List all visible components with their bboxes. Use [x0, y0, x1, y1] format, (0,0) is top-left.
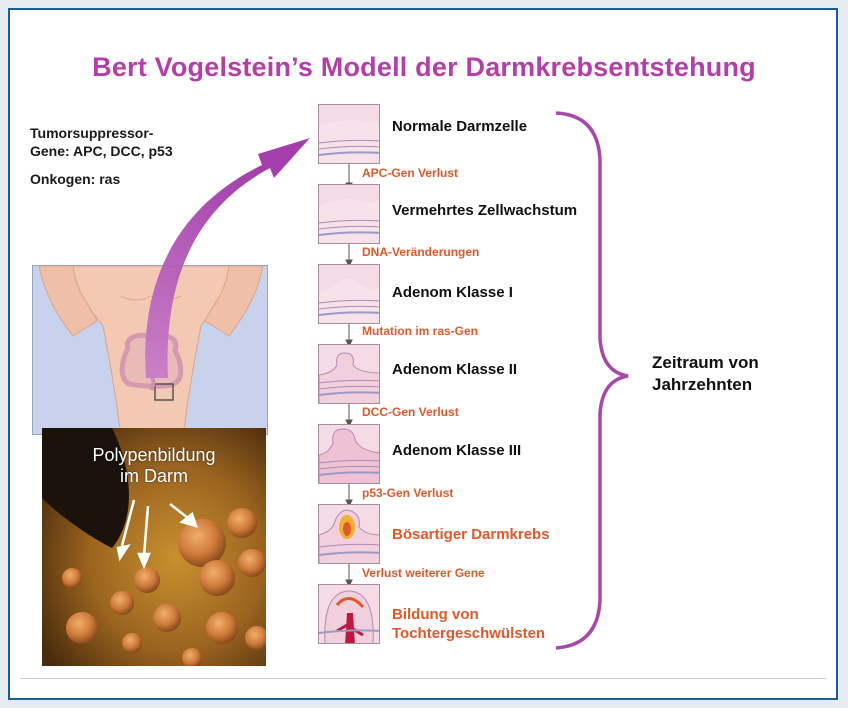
polyp-photo: Polypenbildung im Darm: [42, 428, 266, 666]
tumor-suppressor-line2: Gene: APC, DCC, p53: [30, 142, 230, 160]
timespan-label: Zeitraum von Jahrzehnten: [652, 352, 802, 396]
stage-thumbnail-growth: [318, 184, 380, 244]
stage-thumbnail-adenoma-3: [318, 424, 380, 484]
stage-thumbnail-cancer: [318, 504, 380, 564]
mutation-dcc: DCC-Gen Verlust: [362, 405, 459, 419]
stage-thumbnail-adenoma-1: [318, 264, 380, 324]
stage-label-normal: Normale Darmzelle: [392, 117, 527, 136]
stage-label-growth: Vermehrtes Zellwachstum: [392, 201, 577, 220]
oncogene-label: Onkogen: ras: [30, 170, 230, 188]
stage-label-cancer: Bösartiger Darmkrebs: [392, 525, 550, 544]
stage-thumbnail-adenoma-2: [318, 344, 380, 404]
timespan-line1: Zeitraum von: [652, 352, 802, 374]
polyp-caption-line1: Polypenbildung: [42, 445, 266, 466]
stage-label-metastasis-line1: Bildung von: [392, 605, 545, 624]
stage-thumbnail-metastasis: [318, 584, 380, 644]
mutation-further: Verlust weiterer Gene: [362, 566, 485, 580]
footer-divider: [20, 678, 826, 679]
mutation-p53: p53-Gen Verlust: [362, 486, 453, 500]
polyp-caption: Polypenbildung im Darm: [42, 445, 266, 487]
stage-label-metastasis-line2: Tochtergeschwülsten: [392, 624, 545, 643]
stage-label-adenoma-3: Adenom Klasse III: [392, 441, 521, 460]
gene-info: Tumorsuppressor- Gene: APC, DCC, p53 Onk…: [30, 124, 230, 188]
timespan-line2: Jahrzehnten: [652, 374, 802, 396]
tumor-suppressor-line1: Tumorsuppressor-: [30, 124, 230, 142]
mutation-apc: APC-Gen Verlust: [362, 166, 458, 180]
body-illustration: [32, 265, 268, 435]
stage-label-metastasis: Bildung von Tochtergeschwülsten: [392, 605, 545, 643]
stage-label-adenoma-2: Adenom Klasse II: [392, 360, 517, 379]
stage-thumbnail-normal: [318, 104, 380, 164]
torso-graphic: [33, 266, 268, 435]
mutation-ras: Mutation im ras-Gen: [362, 324, 478, 338]
mutation-dna: DNA-Veränderungen: [362, 245, 479, 259]
stage-label-adenoma-1: Adenom Klasse I: [392, 283, 513, 302]
polyp-caption-line2: im Darm: [42, 466, 266, 487]
page-title: Bert Vogelstein’s Modell der Darmkrebsen…: [0, 52, 848, 83]
